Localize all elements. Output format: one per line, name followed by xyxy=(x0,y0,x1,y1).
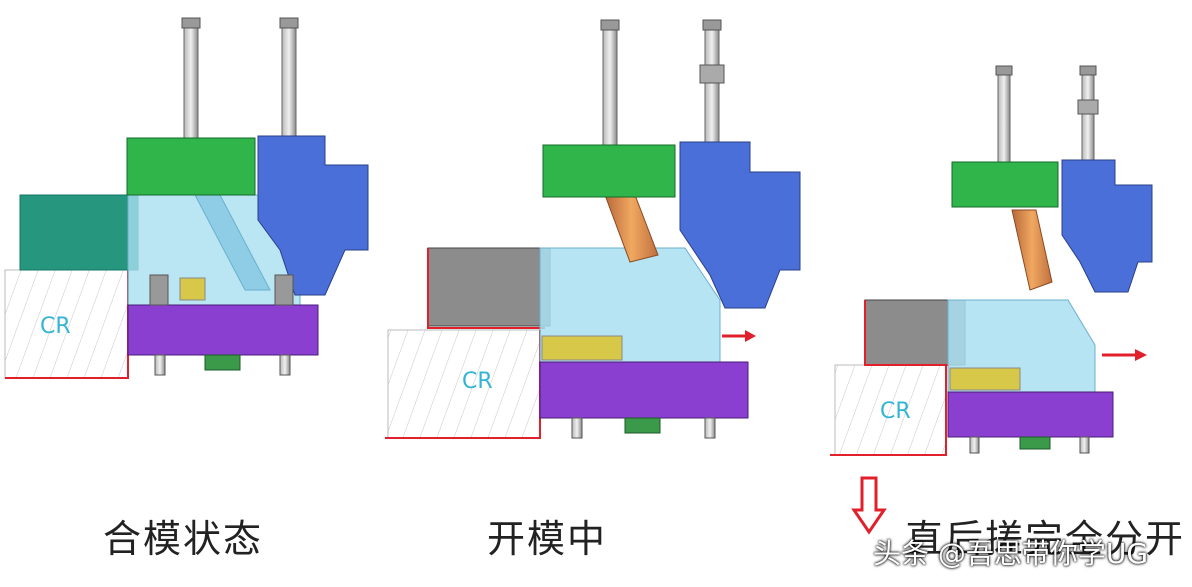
guide-pin xyxy=(183,17,199,139)
purple-base xyxy=(539,361,749,419)
teal-slider-block xyxy=(19,194,139,271)
spring xyxy=(541,335,623,361)
guide-pin xyxy=(702,19,722,31)
spring xyxy=(179,277,206,301)
guide-pin xyxy=(181,17,201,29)
guide-pin-collar xyxy=(699,64,725,84)
guide-pin xyxy=(997,65,1011,167)
right-arrow-icon xyxy=(1102,349,1147,361)
stage2-caption: 开模中 xyxy=(487,517,608,561)
green-plate xyxy=(126,137,256,196)
purple-base xyxy=(127,304,319,356)
purple-base xyxy=(947,391,1114,438)
blue-block xyxy=(1061,159,1153,293)
green-plate xyxy=(951,161,1059,208)
bolt xyxy=(274,274,294,306)
foot-pin xyxy=(154,354,166,376)
foot-green xyxy=(204,354,241,371)
cr-label: CR xyxy=(880,399,911,424)
bolt xyxy=(149,274,169,306)
guide-pin xyxy=(1079,65,1097,76)
gray-block-red-edge xyxy=(864,300,950,366)
foot-pin xyxy=(969,436,980,454)
stage1-caption: 合模状态 xyxy=(103,517,264,561)
spring xyxy=(949,367,1021,391)
foot-pin xyxy=(571,417,583,439)
cr-red-line xyxy=(830,365,947,456)
foot-green xyxy=(1019,436,1051,450)
guide-pin xyxy=(281,17,297,139)
slider-body xyxy=(539,247,721,363)
stage2-opening: CR xyxy=(385,19,801,439)
stage3-caption: 直后搓完全分开 xyxy=(905,517,1186,561)
foot-green xyxy=(624,417,661,434)
foot-pin xyxy=(279,354,291,376)
watermark: 头条 @吾思带你学UG xyxy=(873,537,1149,570)
guide-pin xyxy=(995,65,1013,76)
guide-pin xyxy=(602,19,618,146)
stage3-separated: CR xyxy=(830,65,1153,535)
stage1-closed: CR xyxy=(4,17,369,379)
right-arrow-icon xyxy=(722,330,756,342)
guide-pin xyxy=(279,17,299,29)
gray-block xyxy=(427,247,551,327)
foot-pin xyxy=(1079,436,1090,454)
down-arrow-icon xyxy=(851,476,887,535)
cr-label: CR xyxy=(40,314,71,339)
cr-label: CR xyxy=(462,369,493,394)
blue-block xyxy=(679,141,801,309)
foot-pin xyxy=(704,417,716,439)
angled-pin xyxy=(1011,209,1053,291)
guide-pin-collar xyxy=(1077,99,1099,115)
green-plate xyxy=(542,144,676,198)
guide-pin xyxy=(600,19,620,31)
guide-pin xyxy=(1081,65,1095,167)
gray-block-red-edge xyxy=(427,248,545,329)
blue-block xyxy=(257,135,369,296)
